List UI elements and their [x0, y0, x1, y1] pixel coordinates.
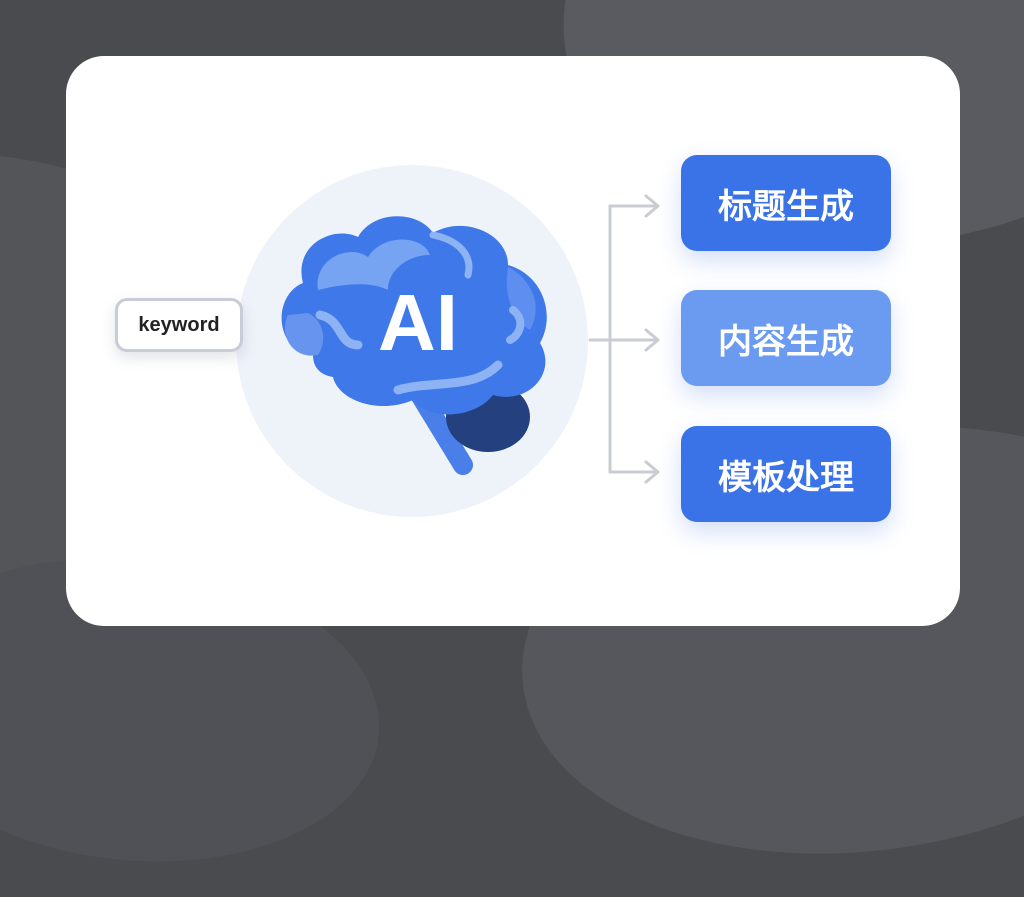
- keyword-input-node: keyword: [115, 298, 243, 352]
- output-node-title-generation[interactable]: 标题生成: [681, 155, 891, 251]
- output-node-label: 模板处理: [718, 457, 854, 498]
- output-node-label: 内容生成: [718, 321, 854, 362]
- output-node-content-generation[interactable]: 内容生成: [681, 290, 891, 386]
- arrow-to-output-2: [610, 328, 660, 352]
- output-node-label: 标题生成: [718, 186, 854, 227]
- ai-label: AI: [378, 278, 458, 367]
- output-node-template-processing[interactable]: 模板处理: [681, 426, 891, 522]
- arrow-to-output-3: [610, 460, 660, 484]
- keyword-label: keyword: [138, 313, 220, 336]
- brain-icon: AI: [281, 216, 547, 475]
- arrow-to-output-1: [610, 194, 660, 218]
- connector-lines: [588, 194, 660, 484]
